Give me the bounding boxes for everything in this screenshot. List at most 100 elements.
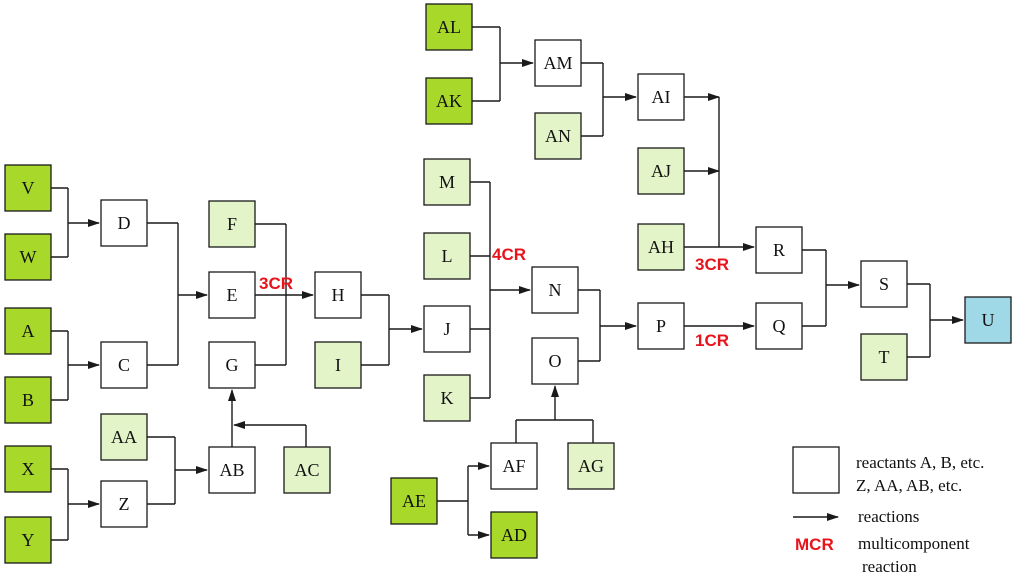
compound-node-v: V: [4, 164, 52, 212]
compound-label: O: [549, 351, 562, 371]
compound-label: R: [773, 240, 785, 260]
compound-node-ab: AB: [208, 446, 256, 494]
compound-node-ai: AI: [637, 73, 685, 121]
compound-label: P: [656, 316, 666, 336]
compound-label: L: [442, 246, 453, 266]
compound-label: Y: [22, 530, 35, 550]
compound-label: AC: [294, 460, 319, 480]
compound-box: [4, 445, 52, 493]
compound-node-r: R: [755, 226, 803, 274]
compound-box: [423, 374, 471, 422]
compound-box: [490, 511, 538, 559]
compound-label: AF: [502, 456, 525, 476]
compound-label: AK: [436, 91, 462, 111]
compound-node-i: I: [314, 341, 362, 389]
compound-box: [100, 341, 148, 389]
legend-mcr-abbrev: MCR: [795, 535, 834, 554]
mcr-3cr-e-label: 3CR: [259, 274, 293, 293]
compound-box: [531, 266, 579, 314]
legend-reactants-line1: reactants A, B, etc.: [856, 453, 984, 472]
compound-label: E: [227, 285, 238, 305]
compound-box: [637, 147, 685, 195]
compound-box: [314, 341, 362, 389]
compound-node-m: M: [423, 158, 471, 206]
compound-box: [390, 477, 438, 525]
compound-node-ak: AK: [425, 77, 473, 125]
compound-box: [637, 73, 685, 121]
compound-label: AA: [111, 427, 137, 447]
compound-label: AH: [648, 237, 674, 257]
compound-box: [208, 200, 256, 248]
compound-box: [964, 296, 1012, 344]
compound-label: S: [879, 274, 889, 294]
compound-box: [208, 446, 256, 494]
compound-box: [490, 442, 538, 490]
mcr-1cr-label: 1CR: [695, 331, 729, 350]
compound-node-h: H: [314, 271, 362, 319]
compound-node-ah: AH: [637, 223, 685, 271]
compound-box: [4, 233, 52, 281]
compound-box: [100, 413, 148, 461]
compound-node-am: AM: [534, 39, 582, 87]
compound-node-an: AN: [534, 112, 582, 160]
compound-node-k: K: [423, 374, 471, 422]
compound-box: [860, 333, 908, 381]
compound-label: AI: [652, 87, 671, 107]
compound-node-a: A: [4, 307, 52, 355]
compound-label: Q: [773, 316, 786, 336]
compound-box: [314, 271, 362, 319]
compound-node-b: B: [4, 376, 52, 424]
compound-node-l: L: [423, 232, 471, 280]
compound-box: [100, 199, 148, 247]
compound-label: B: [22, 390, 34, 410]
compound-box: [4, 376, 52, 424]
compound-box: [534, 39, 582, 87]
compound-box: [4, 516, 52, 564]
compound-label: AM: [543, 53, 572, 73]
compound-node-t: T: [860, 333, 908, 381]
compound-label: AE: [402, 491, 426, 511]
compound-label: AG: [578, 456, 604, 476]
compound-box: [423, 305, 471, 353]
compound-node-j: J: [423, 305, 471, 353]
compound-label: N: [549, 280, 562, 300]
compound-box: [100, 480, 148, 528]
compound-box: [4, 307, 52, 355]
compound-node-ac: AC: [283, 446, 331, 494]
compound-node-al: AL: [425, 3, 473, 51]
compound-node-w: W: [4, 233, 52, 281]
compound-label: AD: [501, 525, 527, 545]
compound-node-d: D: [100, 199, 148, 247]
reaction-connectors: [51, 26, 964, 541]
compound-label: G: [226, 355, 239, 375]
compound-label: U: [982, 310, 995, 330]
compound-node-ae: AE: [390, 477, 438, 525]
compound-label: X: [22, 459, 35, 479]
compound-box: [423, 232, 471, 280]
compound-node-y: Y: [4, 516, 52, 564]
compound-node-ad: AD: [490, 511, 538, 559]
compound-label: F: [227, 214, 237, 234]
compound-label: Z: [119, 494, 130, 514]
compound-node-af: AF: [490, 442, 538, 490]
compound-node-f: F: [208, 200, 256, 248]
compound-box: [755, 302, 803, 350]
compound-box: [4, 164, 52, 212]
compound-node-aj: AJ: [637, 147, 685, 195]
compound-box: [531, 337, 579, 385]
compound-box: [425, 77, 473, 125]
compound-label: D: [118, 213, 131, 233]
compound-node-e: E: [208, 271, 256, 319]
mcr-3cr-ah-label: 3CR: [695, 255, 729, 274]
compound-box: [755, 226, 803, 274]
legend-reactions: reactions: [858, 507, 919, 526]
compound-node-ag: AG: [567, 442, 615, 490]
compound-label: M: [439, 172, 455, 192]
compound-box: [283, 446, 331, 494]
legend-box-swatch: [792, 446, 840, 494]
compound-label: I: [335, 355, 341, 375]
compound-node-g: G: [208, 341, 256, 389]
compound-node-s: S: [860, 260, 908, 308]
